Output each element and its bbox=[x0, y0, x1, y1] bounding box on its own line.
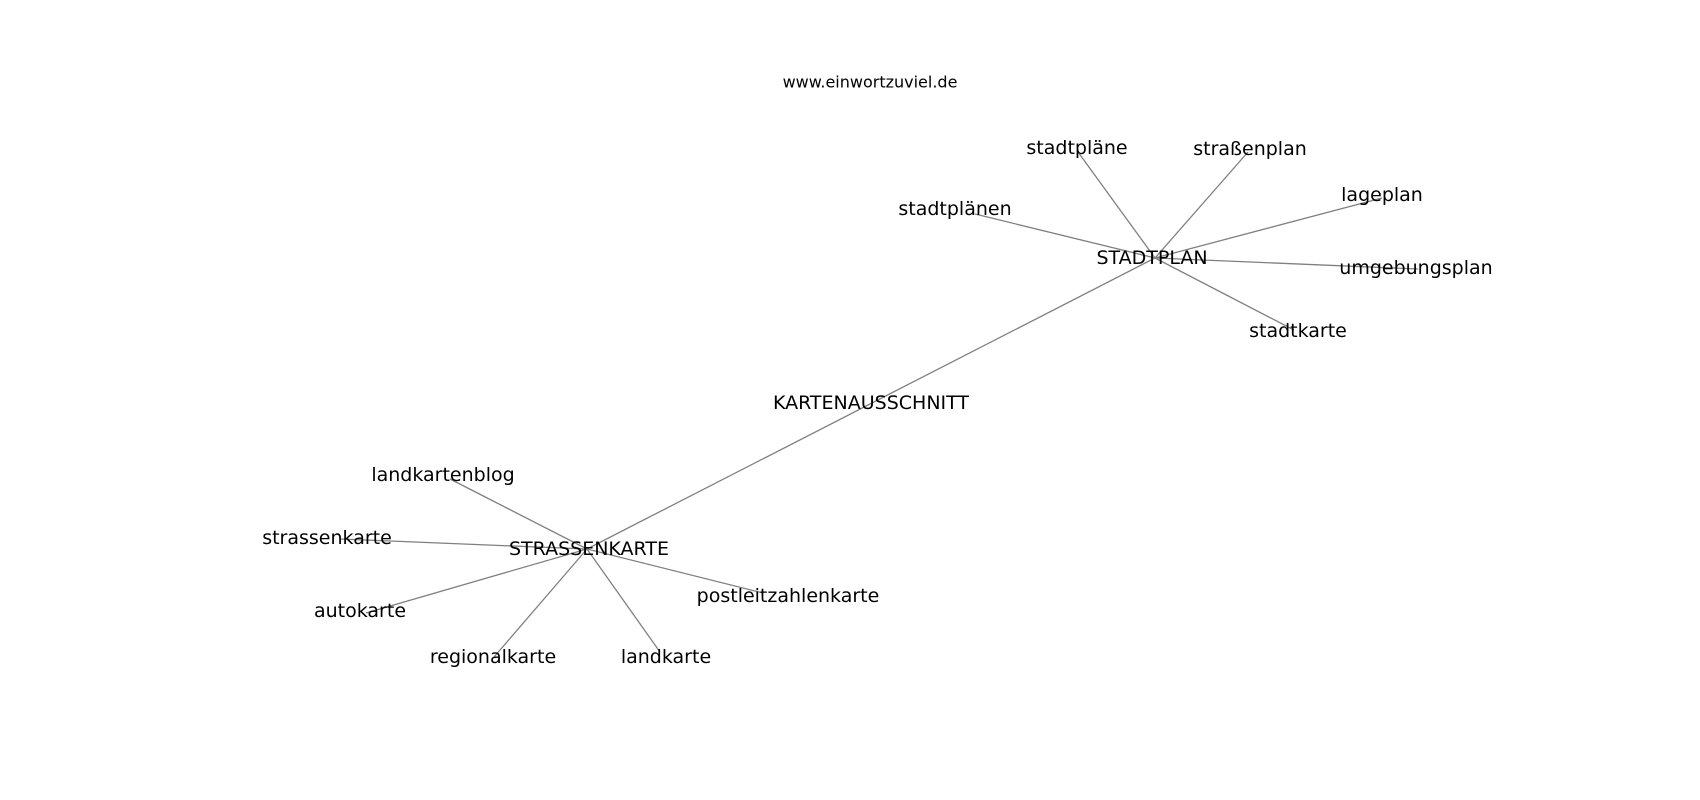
node-label-regionalkarte: regionalkarte bbox=[430, 646, 556, 668]
node-label-lageplan: lageplan bbox=[1341, 184, 1423, 206]
node-label-strassenplan: straßenplan bbox=[1193, 138, 1307, 160]
node-label-strassenkarte_hub: STRASSENKARTE bbox=[509, 538, 669, 560]
edge-strassenkarte_hub-postleitzahlenkarte bbox=[586, 548, 764, 594]
node-label-stadtkarte: stadtkarte bbox=[1249, 320, 1347, 342]
edge-stadtplan-stadtplaene bbox=[1077, 151, 1156, 259]
node-label-postleitzahlenkarte: postleitzahlenkarte bbox=[697, 585, 880, 607]
node-label-stadtplaenen: stadtplänen bbox=[898, 198, 1011, 220]
edge-strassenkarte_hub-landkartenblog bbox=[449, 478, 588, 550]
watermark-text: www.einwortzuviel.de bbox=[783, 73, 958, 92]
edge-strassenkarte_hub-autokarte bbox=[365, 548, 588, 614]
node-label-stadtplan: STADTPLAN bbox=[1096, 247, 1207, 269]
node-label-landkartenblog: landkartenblog bbox=[371, 464, 514, 486]
edge-strassenkarte_hub-regionalkarte bbox=[493, 548, 588, 658]
node-label-landkarte: landkarte bbox=[621, 646, 711, 668]
node-label-umgebungsplan: umgebungsplan bbox=[1339, 257, 1492, 279]
edge-strassenkarte_hub-strassenkarte bbox=[339, 538, 588, 550]
labels-layer: KARTENAUSSCHNITT STADTPLAN STRASSENKARTE st… bbox=[262, 137, 1493, 668]
edge-stadtplan-lageplan bbox=[1154, 197, 1383, 259]
edge-strassenkarte_hub-landkarte bbox=[586, 548, 661, 653]
edge-stadtplan-strassenkarte_hub bbox=[586, 257, 1156, 550]
edges-layer bbox=[339, 151, 1419, 658]
edge-stadtplan-stadtplaenen bbox=[974, 213, 1156, 259]
node-label-autokarte: autokarte bbox=[314, 600, 406, 622]
node-label-stadtplaene: stadtpläne bbox=[1026, 137, 1127, 159]
edge-stadtplan-strassenplan bbox=[1154, 151, 1249, 259]
edge-stadtplan-umgebungsplan bbox=[1154, 257, 1419, 270]
edge-stadtplan-stadtkarte bbox=[1154, 257, 1295, 331]
node-label-strassenkarte: strassenkarte bbox=[262, 527, 392, 549]
node-label-kartenausschnitt: KARTENAUSSCHNITT bbox=[773, 392, 969, 414]
